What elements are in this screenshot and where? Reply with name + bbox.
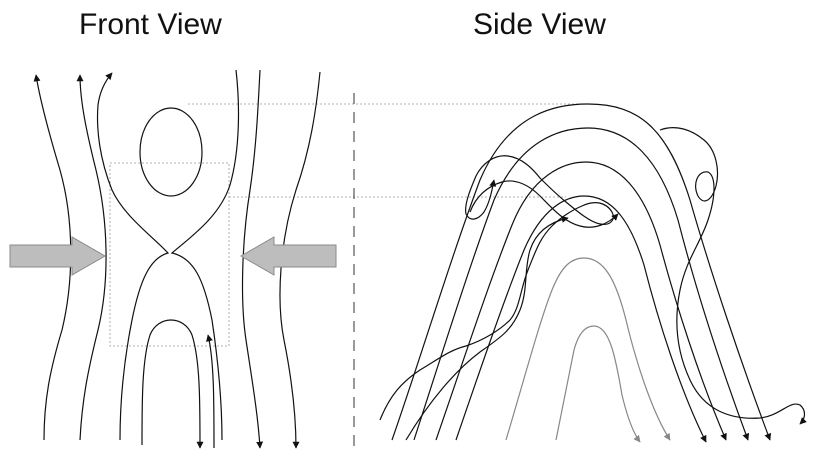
arch-6 [555,325,641,443]
meander-line-2 [405,215,569,441]
arch-5 [505,257,671,441]
arch-2 [413,127,750,441]
arch-1 [391,103,772,441]
streamline-inner-left-curl [96,72,170,441]
right-compression-arrow [239,236,337,276]
streamline-inner-right-curl [170,69,240,441]
front-view-title: Front View [79,8,222,41]
side-view-streamlines [379,103,807,443]
arch-3 [435,161,727,441]
left-compression-arrow [9,236,107,276]
meander-line-3 [659,127,807,425]
focus-box [109,162,230,347]
meander-line-4 [469,180,619,228]
lower-loop-right [206,334,215,449]
front-view-streamlines [33,69,321,449]
streamline-right [241,69,264,449]
arch-4 [455,195,707,443]
guide-lines [109,103,588,347]
streamline-left [76,74,107,441]
lower-loop-left [141,319,204,449]
side-view-title: Side View [473,8,606,41]
upper-oval-loop [139,107,203,197]
